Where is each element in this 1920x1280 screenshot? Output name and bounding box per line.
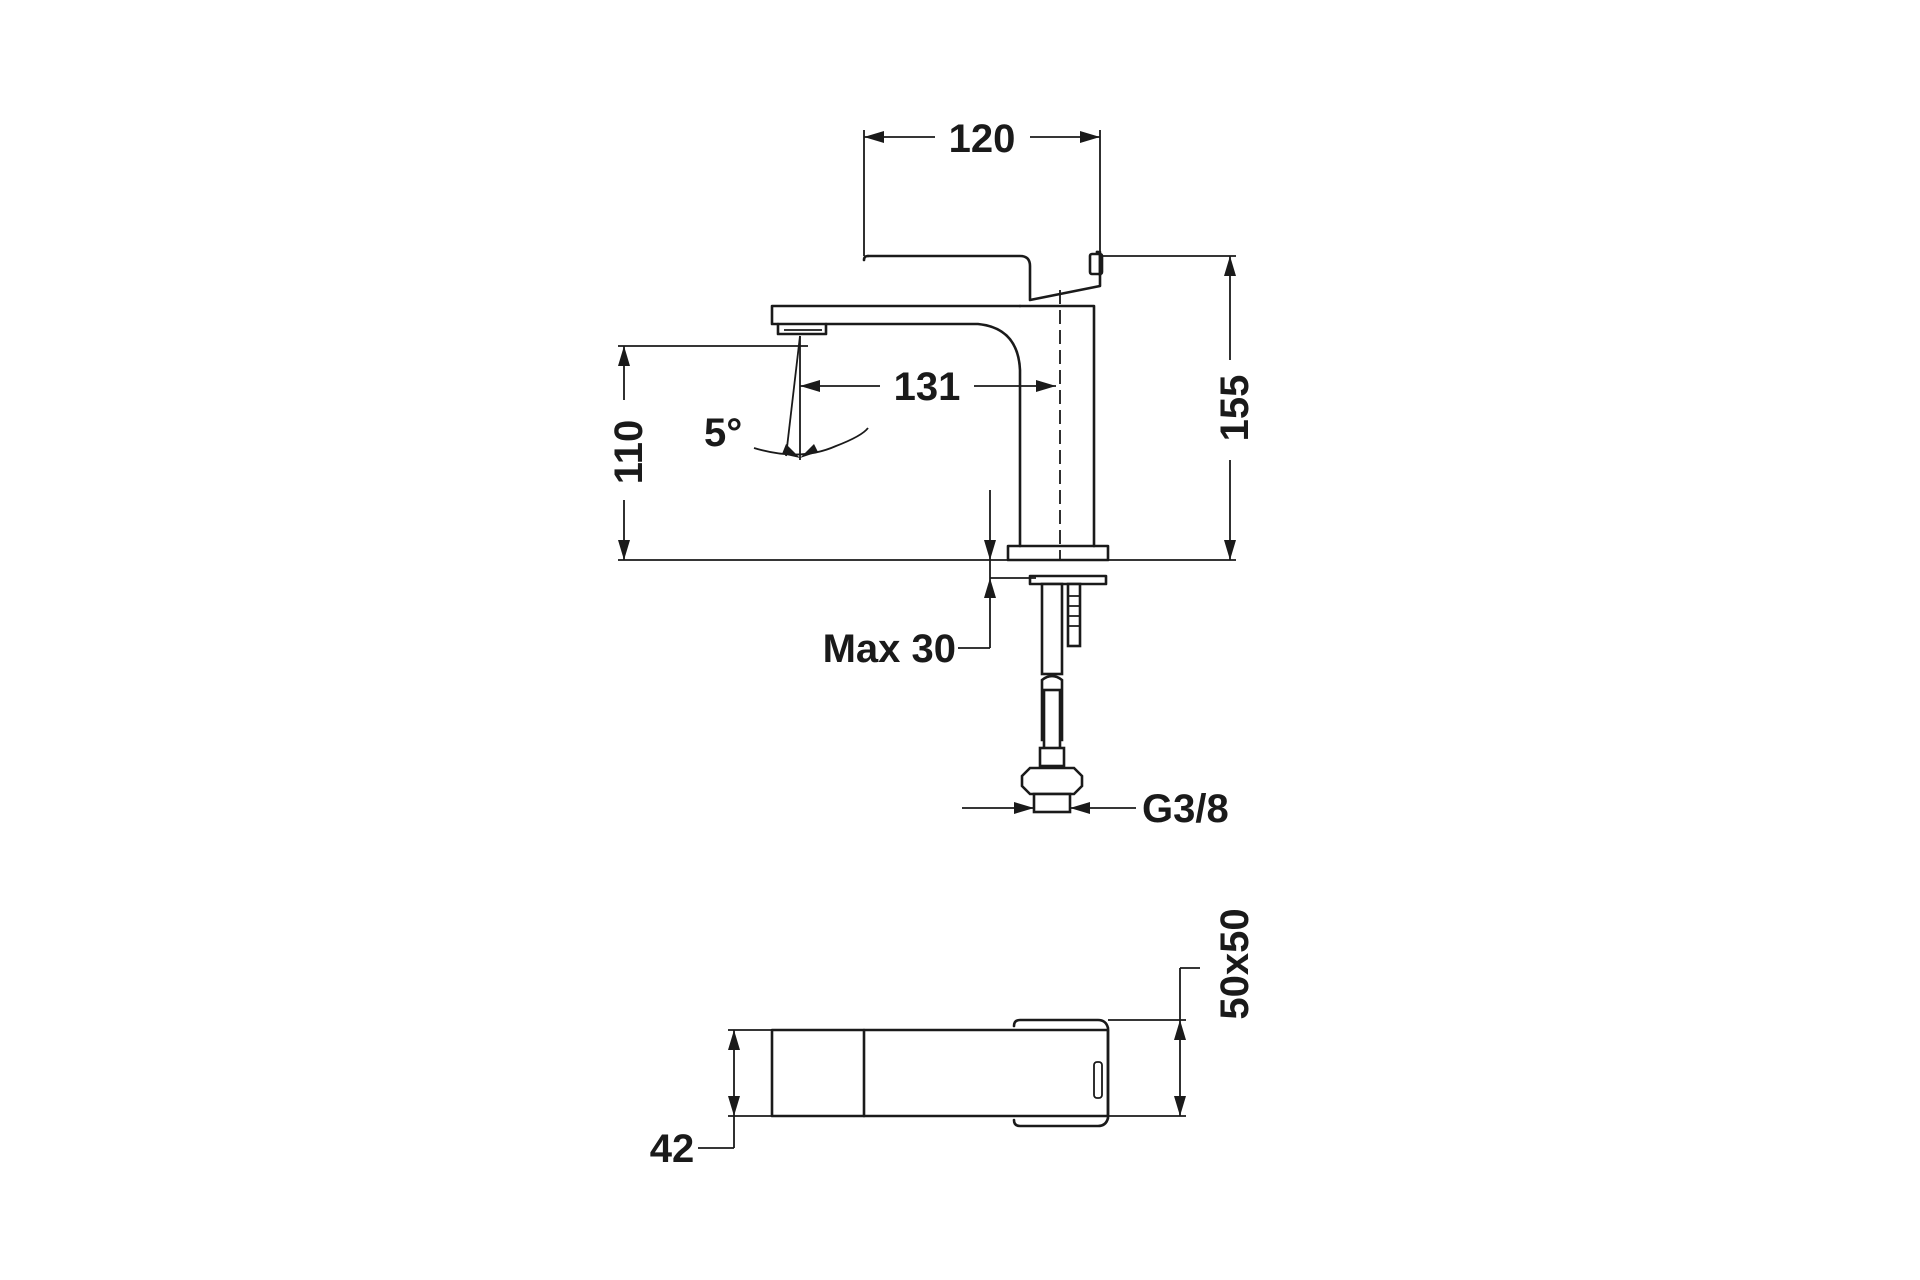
hex-nut bbox=[1020, 766, 1084, 796]
handle-pivot bbox=[1088, 252, 1104, 276]
dimension-131-label: 131 bbox=[894, 365, 961, 409]
dimension-max-30-label: Max 30 bbox=[823, 627, 956, 671]
dimension-110-label: 110 bbox=[607, 420, 651, 485]
handle-cap bbox=[1095, 250, 1102, 277]
aerator bbox=[776, 322, 828, 336]
dimension-42: 42 bbox=[650, 1029, 772, 1171]
plan-spout-body bbox=[770, 1028, 1110, 1118]
thread-end bbox=[1032, 792, 1072, 814]
plan-base-outline bbox=[1012, 1018, 1110, 1128]
dimension-50x50-label: 50x50 bbox=[1213, 908, 1257, 1019]
supply-hose-upper bbox=[1040, 582, 1064, 676]
handle-top bbox=[862, 254, 870, 262]
hose-collar bbox=[1038, 746, 1066, 768]
dimension-max-30: Max 30 bbox=[823, 490, 1036, 671]
dimension-110: 110 bbox=[604, 345, 1008, 561]
base-flange bbox=[1006, 544, 1110, 562]
faucet-plan-view bbox=[770, 1018, 1110, 1128]
spout bbox=[770, 304, 1022, 548]
supply-hose-lower bbox=[1042, 688, 1062, 752]
dimension-g3-8-label: G3/8 bbox=[1142, 787, 1229, 831]
dimension-5-degree: 5° bbox=[704, 335, 869, 458]
mounting-stud bbox=[1066, 582, 1082, 648]
handle-lever bbox=[866, 250, 1102, 302]
body-column bbox=[1018, 304, 1096, 548]
faucet-side-view bbox=[770, 250, 1110, 814]
dimension-155-label: 155 bbox=[1213, 375, 1257, 442]
dimension-5-degree-label: 5° bbox=[704, 411, 742, 455]
dimension-50x50: 50x50 bbox=[1108, 908, 1257, 1117]
dimension-42-label: 42 bbox=[650, 1127, 695, 1171]
dimension-120-label: 120 bbox=[949, 117, 1016, 161]
dimension-120: 120 bbox=[863, 115, 1101, 256]
dimension-g3-8: G3/8 bbox=[962, 787, 1229, 831]
dimension-131: 131 bbox=[799, 336, 1056, 460]
dimension-155: 155 bbox=[1100, 255, 1257, 561]
plan-handle-detail bbox=[1093, 1061, 1103, 1099]
stud-threads bbox=[1068, 595, 1080, 627]
